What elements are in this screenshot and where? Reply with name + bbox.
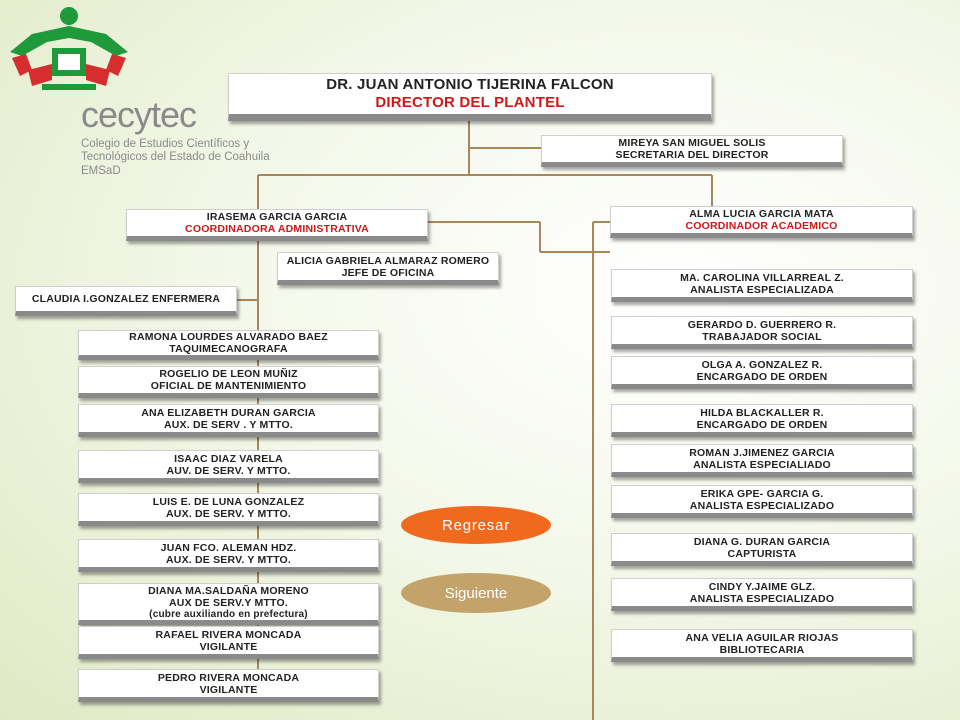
secretaria-box: MIREYA SAN MIGUEL SOLIS SECRETARIA DEL D… (541, 135, 843, 167)
staff-name: LUIS E. DE LUNA GONZALEZ (152, 495, 305, 508)
admin-staff-box: JUAN FCO. ALEMAN HDZ. AUX. DE SERV. Y MT… (78, 539, 379, 572)
director-name: DR. JUAN ANTONIO TIJERINA FALCON (326, 76, 614, 93)
staff-name: MA. CAROLINA VILLARREAL Z. (680, 271, 844, 284)
logo-wordmark: cecytec (81, 94, 197, 135)
acad-staff-box: HILDA BLACKALLER R. ENCARGADO DE ORDEN (611, 404, 913, 437)
coord-acad-name: ALMA LUCIA GARCIA MATA (689, 208, 834, 220)
acad-staff-box: ROMAN J.JIMENEZ GARCIA ANALISTA ESPECIAL… (611, 444, 913, 477)
staff-name: ROGELIO DE LEON MUÑIZ (159, 368, 298, 380)
coord-admin-role: COORDINADORA ADMINISTRATIVA (185, 223, 369, 235)
staff-name: ISAAC DIAZ VARELA (174, 452, 283, 465)
jefe-oficina-box: ALICIA GABRIELA ALMARAZ ROMERO JEFE DE O… (277, 252, 499, 285)
enfermera-box: CLAUDIA I.GONZALEZ ENFERMERA (15, 286, 237, 316)
staff-name: ANA ELIZABETH DURAN GARCIA (141, 406, 316, 419)
staff-role: AUX. DE SERV . Y MTTO. (163, 418, 294, 431)
director-role: DIRECTOR DEL PLANTEL (375, 94, 565, 111)
staff-role: OFICIAL DE MANTENIMIENTO (150, 380, 307, 392)
staff-role: AUX. DE SERV. Y MTTO. (166, 553, 291, 566)
staff-name: OLGA A. GONZALEZ R. (701, 358, 823, 371)
staff-role: AUV. DE SERV. Y MTTO. (166, 464, 291, 477)
staff-name: GERARDO D. GUERRERO R. (687, 318, 837, 331)
staff-name: JUAN FCO. ALEMAN HDZ. (160, 541, 297, 554)
acad-staff-box: ERIKA GPE- GARCIA G. ANALISTA ESPECIALIZ… (611, 485, 913, 518)
staff-role: ANALISTA ESPECIALIZADA (690, 283, 834, 296)
staff-name: ANA VELIA AGUILAR RIOJAS (685, 631, 839, 644)
admin-staff-box: DIANA MA.SALDAÑA MORENO AUX DE SERV.Y MT… (78, 583, 379, 625)
staff-role: ANALISTA ESPECIALIZADO (689, 592, 835, 605)
staff-role: TAQUIMECANOGRAFA (169, 343, 288, 355)
staff-note: (cubre auxiliando en prefectura) (149, 608, 308, 620)
acad-staff-box: MA. CAROLINA VILLARREAL Z. ANALISTA ESPE… (611, 269, 913, 302)
acad-staff-box: OLGA A. GONZALEZ R. ENCARGADO DE ORDEN (611, 356, 913, 389)
admin-staff-box: RAMONA LOURDES ALVARADO BAEZ TAQUIMECANO… (78, 330, 379, 360)
staff-name: RAFAEL RIVERA MONCADA (155, 628, 302, 641)
staff-role: AUX. DE SERV. Y MTTO. (166, 507, 291, 520)
admin-staff-box: ISAAC DIAZ VARELA AUV. DE SERV. Y MTTO. (78, 450, 379, 483)
acad-staff-box: CINDY Y.JAIME GLZ. ANALISTA ESPECIALIZAD… (611, 578, 913, 611)
acad-staff-box: GERARDO D. GUERRERO R. TRABAJADOR SOCIAL (611, 316, 913, 349)
admin-staff-box: ANA ELIZABETH DURAN GARCIA AUX. DE SERV … (78, 404, 379, 437)
staff-name: PEDRO RIVERA MONCADA (157, 671, 300, 684)
jefe-oficina-name: ALICIA GABRIELA ALMARAZ ROMERO (286, 254, 490, 267)
staff-name: HILDA BLACKALLER R. (700, 406, 824, 419)
admin-staff-box: ROGELIO DE LEON MUÑIZ OFICIAL DE MANTENI… (78, 366, 379, 398)
staff-role: ENCARGADO DE ORDEN (696, 418, 828, 431)
staff-name: ROMAN J.JIMENEZ GARCIA (689, 446, 835, 459)
logo-subtitle-line1: Colegio de Estudios Científicos y (81, 138, 250, 150)
staff-role: CAPTURISTA (727, 547, 797, 560)
admin-staff-box: RAFAEL RIVERA MONCADA VIGILANTE (78, 626, 379, 659)
staff-name: RAMONA LOURDES ALVARADO BAEZ (129, 331, 328, 343)
coord-acad-role: COORDINADOR ACADEMICO (685, 220, 838, 232)
staff-role: TRABAJADOR SOCIAL (702, 330, 822, 343)
staff-role: ANALISTA ESPECIALIADO (693, 458, 831, 471)
jefe-oficina-role: JEFE DE OFICINA (341, 266, 435, 279)
acad-staff-box: DIANA G. DURAN GARCIA CAPTURISTA (611, 533, 913, 566)
staff-role: AUX DE SERV.Y MTTO. (169, 596, 288, 609)
coord-admin-name: IRASEMA GARCIA GARCIA (206, 211, 348, 223)
staff-role: BIBLIOTECARIA (719, 643, 805, 656)
admin-staff-box: LUIS E. DE LUNA GONZALEZ AUX. DE SERV. Y… (78, 493, 379, 526)
coord-acad-box: ALMA LUCIA GARCIA MATA COORDINADOR ACADE… (610, 206, 913, 238)
staff-name: DIANA MA.SALDAÑA MORENO (148, 584, 309, 597)
cecytec-logo: cecytec Colegio de Estudios Científicos … (0, 0, 290, 185)
back-button[interactable]: Regresar (401, 506, 551, 544)
secretaria-name: MIREYA SAN MIGUEL SOLIS (618, 137, 766, 149)
staff-name: CINDY Y.JAIME GLZ. (708, 580, 816, 593)
coord-admin-box: IRASEMA GARCIA GARCIA COORDINADORA ADMIN… (126, 209, 428, 241)
acad-staff-box: ANA VELIA AGUILAR RIOJAS BIBLIOTECARIA (611, 629, 913, 662)
staff-role: ENCARGADO DE ORDEN (696, 370, 828, 383)
logo-subtitle-line3: EMSaD (81, 165, 121, 177)
cecytec-emblem-icon (10, 7, 128, 90)
staff-role: VIGILANTE (199, 640, 258, 653)
secretaria-role: SECRETARIA DEL DIRECTOR (615, 149, 769, 161)
next-button[interactable]: Siguiente (401, 573, 551, 613)
staff-role: VIGILANTE (199, 683, 258, 696)
enfermera-label: CLAUDIA I.GONZALEZ ENFERMERA (31, 293, 221, 305)
staff-role: ANALISTA ESPECIALIZADO (689, 499, 835, 512)
logo-subtitle-line2: Tecnológicos del Estado de Coahuila (81, 151, 270, 163)
admin-staff-box: PEDRO RIVERA MONCADA VIGILANTE (78, 669, 379, 702)
staff-name: DIANA G. DURAN GARCIA (693, 535, 831, 548)
staff-name: ERIKA GPE- GARCIA G. (700, 487, 824, 500)
director-box: DR. JUAN ANTONIO TIJERINA FALCON DIRECTO… (228, 73, 712, 121)
